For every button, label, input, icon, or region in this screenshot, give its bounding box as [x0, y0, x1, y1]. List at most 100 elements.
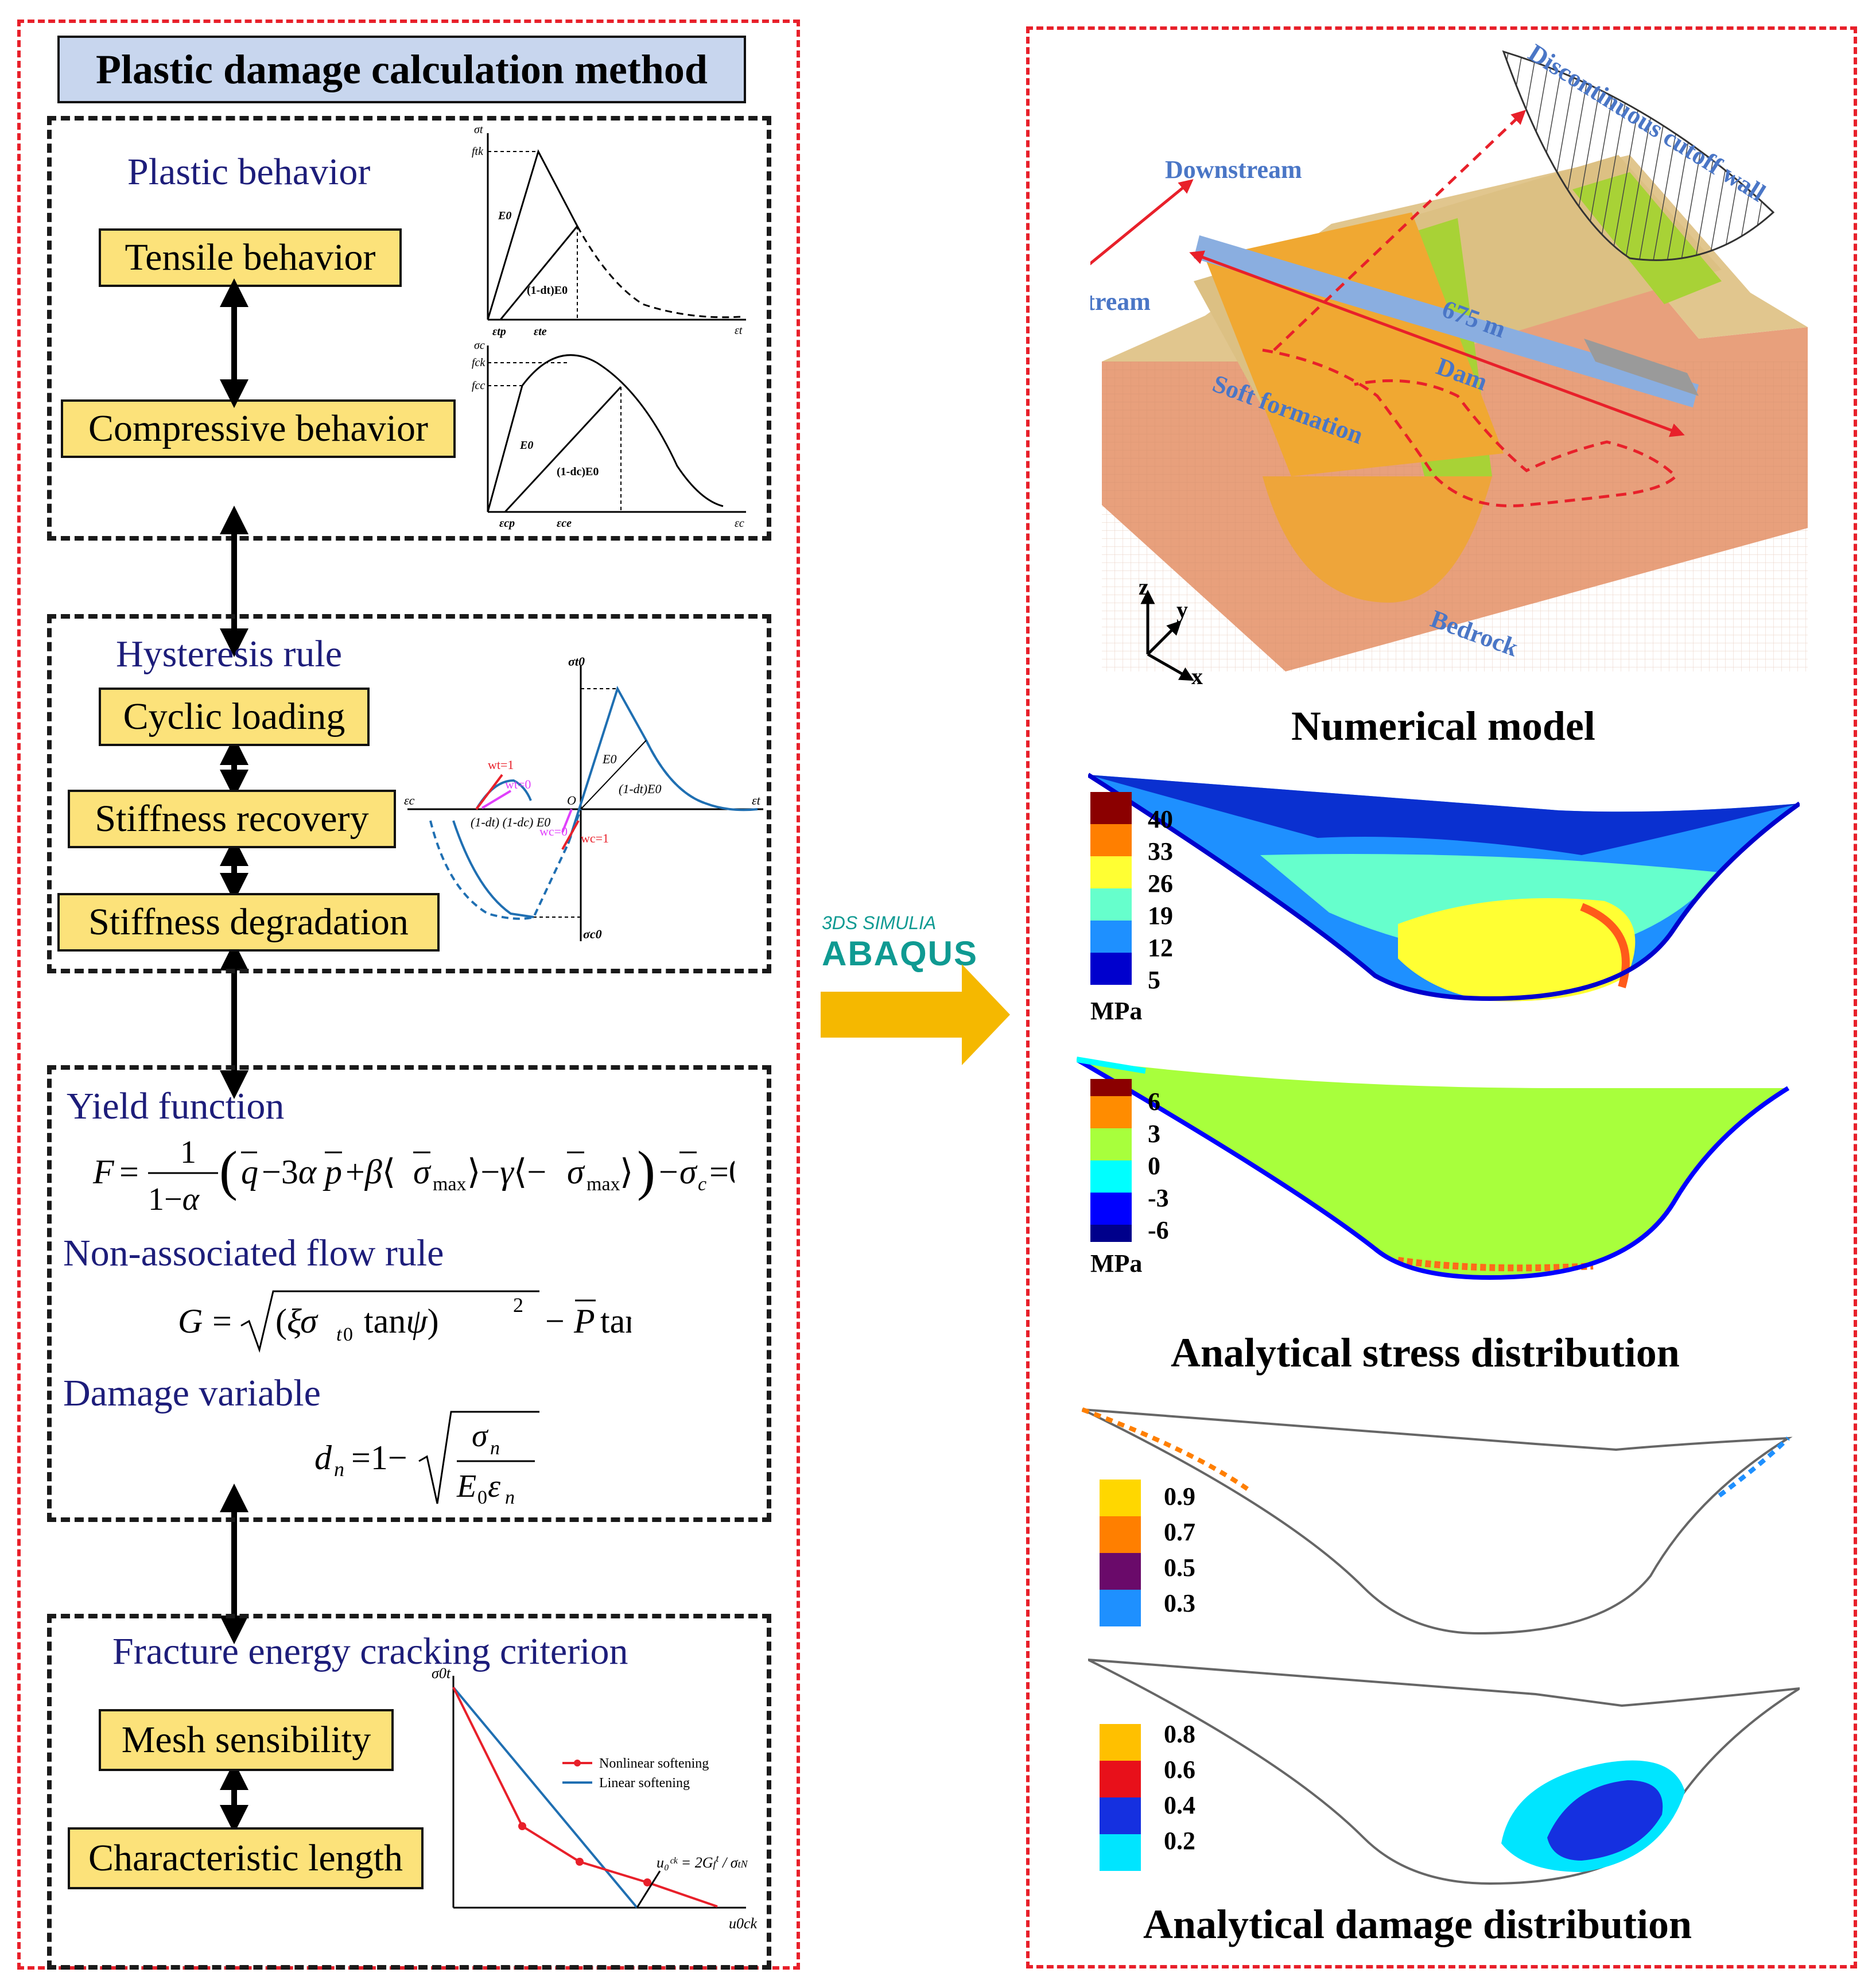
- svg-text:(: (: [219, 1140, 238, 1201]
- legend-swatch-stack: [1090, 1079, 1132, 1242]
- svg-text:εce: εce: [557, 517, 572, 530]
- svg-text:n: n: [505, 1487, 515, 1508]
- model-dam-length-line: [1189, 250, 1685, 437]
- svg-text:wt=1: wt=1: [488, 758, 514, 772]
- hysteresis-section-frame: [47, 614, 771, 973]
- legend-swatch: [1090, 824, 1132, 856]
- plastic-heading: Plastic behavior: [127, 151, 371, 193]
- legend-value: 40: [1148, 805, 1173, 833]
- tensile-box: Tensile behavior: [99, 228, 402, 287]
- abaqus-product: ABAQUS: [822, 934, 978, 973]
- numerical-model: Downstream Upstream Discontinuous cutoff…: [1090, 40, 1808, 689]
- legend-swatch: [1090, 888, 1132, 921]
- svg-text:σc0: σc0: [583, 927, 602, 941]
- svg-text:σt0: σt0: [568, 654, 585, 669]
- svg-text:q: q: [241, 1153, 258, 1191]
- legend-swatch: [1090, 856, 1132, 888]
- legend-value: -6: [1148, 1216, 1169, 1244]
- process-arrow: [821, 964, 1010, 1065]
- svg-text:fck: fck: [472, 356, 486, 369]
- svg-text:εt: εt: [752, 793, 761, 807]
- yield-equation: F = 1 1−α ( q −3α p +β⟨ σ max ⟩−γ⟨− σ ma…: [92, 1135, 735, 1217]
- svg-text:E0: E0: [602, 752, 616, 766]
- svg-text:n: n: [334, 1458, 344, 1481]
- left-title: Plastic damage calculation method: [57, 36, 746, 103]
- plastic-section-frame: [47, 116, 771, 541]
- legend-value: 0.9: [1164, 1482, 1195, 1511]
- svg-text:Nonlinear softening: Nonlinear softening: [599, 1756, 709, 1771]
- legend-swatch: [1100, 1724, 1141, 1761]
- hysteresis-heading: Hysteresis rule: [116, 633, 343, 675]
- svg-text:σ: σ: [413, 1153, 432, 1191]
- legend-swatch: [1090, 1096, 1132, 1128]
- svg-text:εte: εte: [534, 325, 547, 338]
- legend-value: 0.2: [1164, 1827, 1195, 1855]
- svg-text:(1-dc)E0: (1-dc)E0: [557, 465, 599, 478]
- legend-swatch: [1090, 1225, 1132, 1242]
- svg-text:c: c: [698, 1174, 706, 1195]
- svg-text:ftk: ftk: [472, 145, 484, 158]
- damage-heading: Damage variable: [63, 1372, 321, 1414]
- legend-swatch: [1090, 792, 1132, 824]
- damage-equation: d n =1− σ n E 0 ε n: [314, 1411, 539, 1508]
- legend-value: 26: [1148, 869, 1173, 898]
- legend-value: 3: [1148, 1120, 1160, 1148]
- svg-text:εtp: εtp: [492, 325, 506, 338]
- legend-swatch: [1090, 1128, 1132, 1160]
- svg-text:tanψ: tanψ: [600, 1302, 631, 1340]
- legend-swatch: [1090, 921, 1132, 953]
- fracture-section-frame: [47, 1614, 771, 1970]
- svg-text:σ: σ: [472, 1418, 489, 1454]
- legend-swatch: [1090, 1193, 1132, 1225]
- yield-heading: Yield function: [67, 1085, 285, 1127]
- svg-text:): ): [637, 1140, 655, 1201]
- legend-value: 0.6: [1164, 1756, 1195, 1784]
- svg-text:wc=0: wc=0: [539, 824, 568, 838]
- svg-text:wc=1: wc=1: [581, 831, 609, 845]
- damage-contour-1: [1081, 1407, 1793, 1635]
- svg-text:−3α: −3α: [262, 1153, 317, 1191]
- legend-value: 6: [1148, 1088, 1160, 1116]
- recovery-box: Stiffness recovery: [68, 790, 396, 848]
- hysteresis-plot: wt=1 wt=0 wc=0 wc=1 O εt εc σt0 σc0 E0 (…: [404, 654, 763, 941]
- svg-text:εt: εt: [735, 324, 743, 337]
- svg-text:σt: σt: [474, 123, 483, 136]
- svg-text:y: y: [1176, 597, 1188, 623]
- cyclic-box: Cyclic loading: [99, 688, 370, 746]
- svg-text:d: d: [314, 1439, 332, 1477]
- svg-text:max: max: [433, 1174, 467, 1195]
- length-box: Characteristic length: [68, 1827, 424, 1889]
- legend-swatch-stack: [1090, 792, 1132, 985]
- svg-text:σc: σc: [474, 340, 485, 352]
- legend-value: 19: [1148, 902, 1173, 930]
- mesh-box: Mesh sensibility: [99, 1709, 394, 1771]
- svg-text:=0: =0: [709, 1153, 735, 1191]
- damage-caption: Analytical damage distribution: [1143, 1901, 1692, 1947]
- stress-contour-2: [1077, 1057, 1790, 1280]
- legend-value: 0.7: [1164, 1518, 1195, 1546]
- svg-text:tanψ): tanψ): [364, 1302, 439, 1340]
- svg-text:Upstream: Upstream: [1090, 288, 1151, 316]
- legend-swatch: [1100, 1761, 1141, 1797]
- legend-value: 0.3: [1164, 1589, 1195, 1617]
- svg-text:εc: εc: [404, 793, 415, 807]
- compression-plot: σc fck fcc E0 (1-dc)E0 εc εcp εce: [472, 340, 746, 530]
- flow-equation: G = (ξσ t 0 tanψ) 2 − P tanψ: [178, 1290, 631, 1353]
- svg-text:F: F: [92, 1153, 115, 1191]
- svg-text:E: E: [456, 1469, 476, 1504]
- legend-swatch: [1100, 1553, 1141, 1590]
- svg-text:E0: E0: [498, 209, 511, 222]
- svg-text:n: n: [490, 1438, 500, 1459]
- svg-text:(1-dt)E0: (1-dt)E0: [527, 284, 568, 297]
- svg-text:O: O: [567, 793, 576, 807]
- svg-text:εcp: εcp: [499, 517, 515, 530]
- legend-value: 0.4: [1164, 1791, 1195, 1819]
- plastic-arrows: [220, 278, 248, 1834]
- stress-contour-1: [1088, 772, 1800, 1001]
- svg-text:σ: σ: [567, 1153, 585, 1191]
- compressive-box: Compressive behavior: [61, 399, 456, 458]
- legend-swatch: [1100, 1590, 1141, 1626]
- svg-text:+β⟨: +β⟨: [345, 1153, 395, 1191]
- svg-text:x: x: [1191, 663, 1203, 689]
- svg-text:p: p: [323, 1153, 342, 1191]
